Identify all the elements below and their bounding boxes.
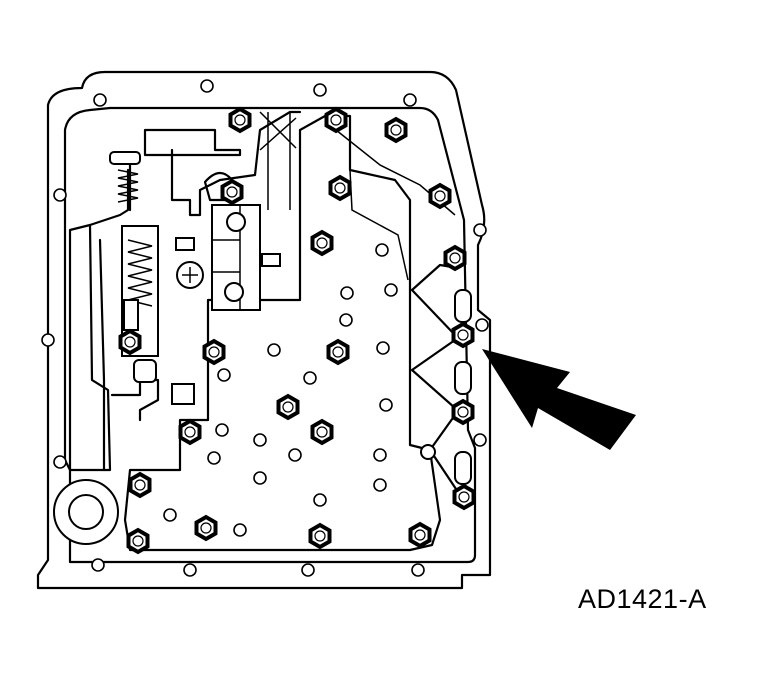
- mounting-hole: [41, 333, 55, 347]
- mounting-hole: [373, 478, 387, 492]
- mounting-hole: [473, 433, 487, 447]
- hex-bolt-center: [234, 114, 246, 126]
- selector-shaft-flat: [182, 267, 198, 283]
- hex-bolt-center: [458, 491, 470, 503]
- mounting-hole: [373, 448, 387, 462]
- hex-bolt-center: [457, 406, 469, 418]
- mounting-hole: [301, 563, 315, 577]
- mounting-hole: [207, 451, 221, 465]
- connector-2: [261, 253, 281, 267]
- hex-bolt-center: [332, 346, 344, 358]
- inner-edge: [63, 106, 477, 564]
- mounting-hole: [475, 318, 489, 332]
- mounting-hole: [375, 243, 389, 257]
- bolt-group: [118, 106, 476, 555]
- left-cover: [68, 223, 112, 472]
- hex-bolt-center: [124, 336, 136, 348]
- hex-bolt-center: [200, 522, 212, 534]
- mounting-hole: [93, 93, 107, 107]
- hex-bolt-center: [449, 252, 461, 264]
- mounting-hole: [340, 286, 354, 300]
- hole-group: [41, 79, 489, 577]
- pin-right: [420, 444, 436, 460]
- mounting-hole: [379, 398, 393, 412]
- detent-hole-1: [226, 212, 246, 232]
- mounting-hole: [313, 83, 327, 97]
- hex-bolt-center: [208, 346, 220, 358]
- hex-bolt-center: [316, 426, 328, 438]
- mounting-hole: [411, 563, 425, 577]
- hex-bolt-center: [134, 479, 146, 491]
- mounting-hole: [403, 93, 417, 107]
- spring: [117, 169, 139, 203]
- hex-bolt-center: [314, 530, 326, 542]
- hex-bolt-center: [457, 329, 469, 341]
- servo-coil: [127, 239, 153, 307]
- detent-hole-2: [224, 282, 244, 302]
- connector-3: [171, 383, 195, 405]
- linkage: [110, 378, 160, 422]
- valve-slot-2: [454, 361, 472, 395]
- valve-slot-1: [454, 289, 472, 323]
- mounting-hole: [217, 368, 231, 382]
- mounting-hole: [200, 79, 214, 93]
- mounting-hole: [384, 283, 398, 297]
- connector-1: [175, 237, 195, 251]
- hex-bolt-center: [282, 401, 294, 413]
- clip: [133, 359, 157, 383]
- servo-piston: [123, 299, 139, 331]
- mounting-hole: [215, 423, 229, 437]
- mounting-hole: [91, 558, 105, 572]
- mounting-hole: [313, 493, 327, 507]
- mounting-hole: [183, 563, 197, 577]
- housing-outline: [36, 70, 492, 590]
- hex-bolt-center: [226, 186, 238, 198]
- reference-code: AD1421-A: [578, 584, 707, 614]
- hex-bolt-center: [434, 190, 446, 202]
- hex-bolt-center: [316, 237, 328, 249]
- screen-brace: [259, 111, 297, 210]
- mounting-hole: [376, 341, 390, 355]
- mounting-hole: [303, 371, 317, 385]
- mounting-hole: [233, 523, 247, 537]
- hex-bolt-center: [330, 114, 342, 126]
- direction-arrow: [482, 349, 636, 450]
- hex-bolt-center: [390, 124, 402, 136]
- mounting-hole: [53, 455, 67, 469]
- mounting-hole: [267, 343, 281, 357]
- mounting-hole: [253, 433, 267, 447]
- mounting-hole: [53, 188, 67, 202]
- right-channel: [410, 263, 462, 497]
- manual-valve-body: [143, 128, 242, 157]
- hex-bolt-center: [334, 182, 346, 194]
- mounting-hole: [163, 508, 177, 522]
- mounting-hole: [473, 223, 487, 237]
- mounting-hole: [253, 471, 267, 485]
- boss-inner: [68, 494, 104, 530]
- left-rod: [88, 168, 130, 472]
- hex-bolt-center: [132, 535, 144, 547]
- upper-bracket: [170, 110, 302, 217]
- mounting-hole: [339, 313, 353, 327]
- valve-slot-3: [454, 451, 472, 485]
- hex-bolt-center: [414, 529, 426, 541]
- hex-bolt-center: [184, 426, 196, 438]
- spring-cap: [109, 151, 141, 165]
- mounting-hole: [288, 448, 302, 462]
